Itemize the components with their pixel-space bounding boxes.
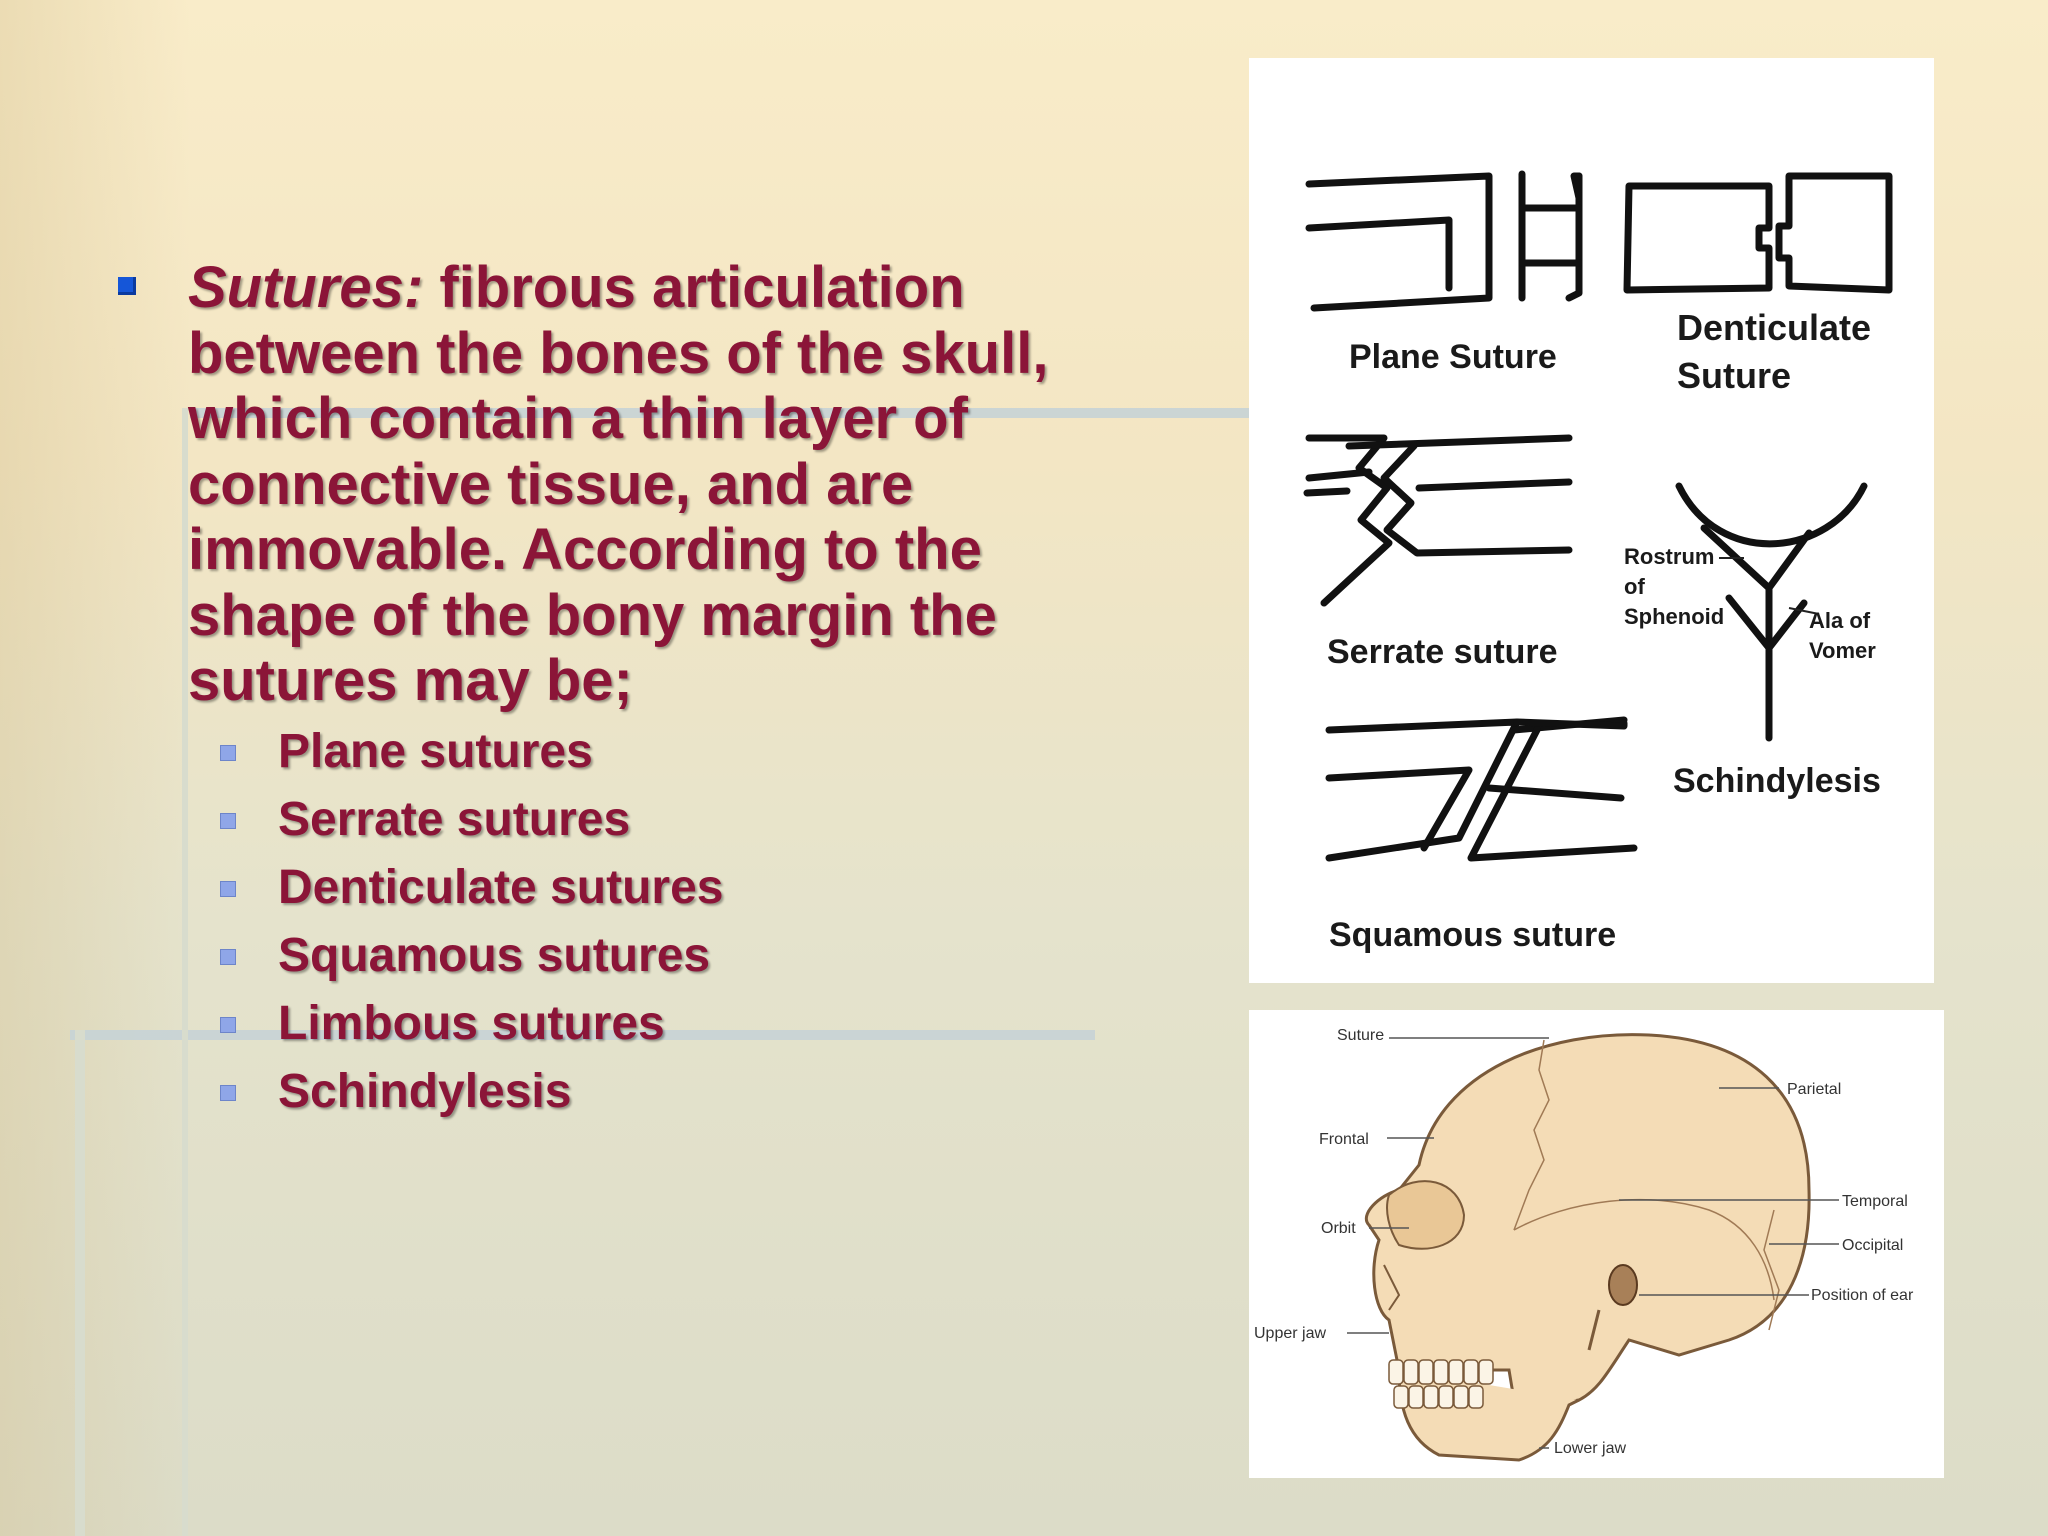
list-item: Serrate sutures: [214, 786, 1070, 854]
sub-bullet-icon: [220, 880, 236, 897]
skull-leader-lines: [1347, 1037, 1839, 1449]
list-item-label: Serrate sutures: [278, 792, 631, 846]
label-temporal: Temporal: [1842, 1193, 1908, 1210]
label-serrate-suture: Serrate suture: [1327, 633, 1558, 671]
label-orbit: Orbit: [1321, 1220, 1356, 1237]
sub-bullet-icon: [220, 744, 236, 761]
skull-ear-opening: [1608, 1264, 1638, 1306]
slide-content: Sutures: fibrous articulation between th…: [110, 255, 1070, 1126]
skull-cranium: [1365, 1033, 1811, 1407]
list-item-label: Squamous sutures: [278, 928, 711, 982]
suture-types-drawing: Plane Suture Denticulate Suture Serrate …: [1303, 170, 1893, 954]
decorative-line-top: [190, 408, 1250, 418]
serrate-suture-drawing: [1303, 434, 1573, 607]
denticulate-suture-drawing: [1623, 172, 1893, 294]
label-parietal: Parietal: [1787, 1081, 1841, 1098]
list-item: Plane sutures: [214, 718, 1070, 786]
sub-bullet-icon: [220, 1084, 236, 1101]
list-item-label: Plane sutures: [278, 724, 593, 778]
label-rostrum-line2: of: [1624, 574, 1645, 599]
label-rostrum-line3: Sphenoid: [1624, 604, 1724, 629]
label-ala-line1: Ala of: [1809, 608, 1871, 633]
term-sutures: Sutures:: [188, 255, 424, 320]
plane-suture-drawing: [1305, 170, 1583, 312]
suture-types-figure: Plane Suture Denticulate Suture Serrate …: [1249, 58, 1934, 983]
list-item-label: Limbous sutures: [278, 996, 665, 1050]
skull-drawing: Suture Parietal Frontal Temporal Orbit O…: [1254, 1027, 1914, 1462]
suture-types-list: Plane sutures Serrate sutures Denticulat…: [110, 718, 1070, 1126]
sub-bullet-icon: [220, 1016, 236, 1033]
schindylesis-drawing: [1675, 482, 1868, 742]
decorative-line-left: [75, 1030, 85, 1536]
label-rostrum-line1: Rostrum: [1624, 544, 1714, 569]
label-upper-jaw: Upper jaw: [1254, 1325, 1326, 1342]
decorative-line-left-inner: [182, 408, 188, 1536]
label-occipital: Occipital: [1842, 1237, 1903, 1254]
definition-text: fibrous articulation between the bones o…: [188, 255, 1049, 713]
schindylesis-leader-lines: [1719, 557, 1820, 615]
sub-bullet-icon: [220, 948, 236, 965]
list-item: Limbous sutures: [214, 990, 1070, 1058]
list-item: Denticulate sutures: [214, 854, 1070, 922]
skull-orbit: [1386, 1180, 1466, 1250]
label-ear: Position of ear: [1811, 1287, 1914, 1304]
label-denticulate-line1: Denticulate: [1677, 307, 1871, 348]
label-denticulate-line2: Suture: [1677, 355, 1791, 396]
main-bullet: Sutures: fibrous articulation between th…: [110, 255, 1070, 714]
skull-suture-lines: [1513, 1039, 1780, 1331]
label-schindylesis: Schindylesis: [1673, 762, 1881, 800]
label-plane-suture: Plane Suture: [1349, 338, 1557, 376]
skull-teeth: [1388, 1359, 1494, 1409]
main-bullet-text: Sutures: fibrous articulation between th…: [188, 255, 1070, 714]
squamous-suture-drawing: [1325, 716, 1638, 862]
label-frontal: Frontal: [1319, 1131, 1369, 1148]
label-ala-line2: Vomer: [1809, 638, 1876, 663]
background-left-shade: [0, 0, 190, 1536]
list-item-label: Denticulate sutures: [278, 860, 724, 914]
decorative-line-bottom: [70, 1030, 1095, 1040]
list-item: Schindylesis: [214, 1058, 1070, 1126]
sub-bullet-icon: [220, 812, 236, 829]
label-suture: Suture: [1337, 1027, 1384, 1044]
skull-figure: Suture Parietal Frontal Temporal Orbit O…: [1249, 1010, 1944, 1478]
label-lower-jaw: Lower jaw: [1554, 1440, 1626, 1457]
square-bullet-icon: [118, 277, 136, 295]
label-squamous-suture: Squamous suture: [1329, 916, 1616, 954]
list-item: Squamous sutures: [214, 922, 1070, 990]
list-item-label: Schindylesis: [278, 1064, 572, 1118]
